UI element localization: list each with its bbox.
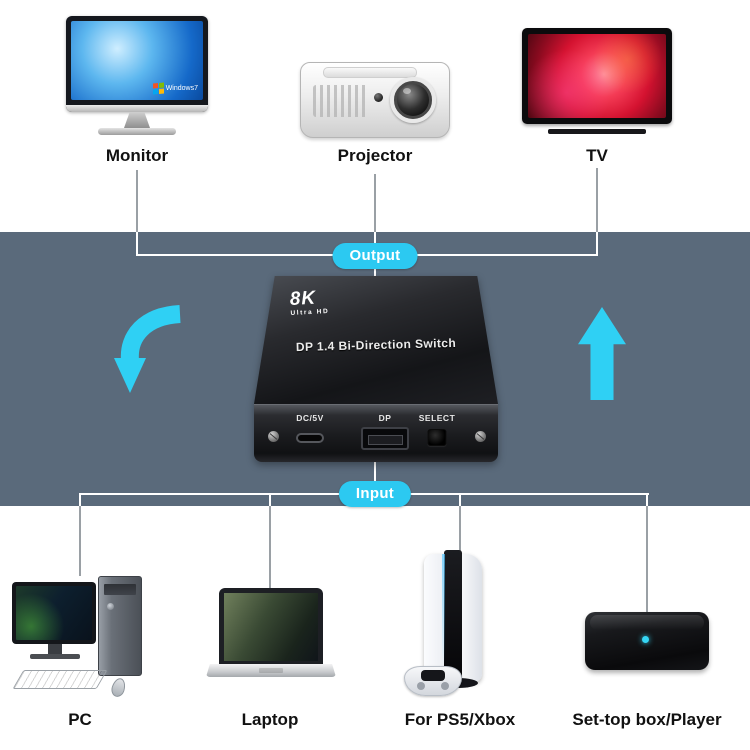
ps5-controller xyxy=(404,666,462,700)
tv-image xyxy=(522,28,672,140)
connector-line xyxy=(646,506,648,612)
select-button-label: SELECT xyxy=(418,413,456,423)
usbc-power-port xyxy=(296,433,324,443)
laptop-screen-bezel xyxy=(219,588,323,664)
laptop-image xyxy=(206,588,336,692)
label-ps5-xbox: For PS5/Xbox xyxy=(404,710,516,729)
switch-ultrahd-text: Ultra HD xyxy=(290,307,330,317)
connector-line xyxy=(79,493,81,506)
laptop-display xyxy=(224,593,318,661)
projector-sensor xyxy=(374,93,383,102)
controller-body xyxy=(404,666,462,696)
tv-base xyxy=(548,129,646,134)
power-port-label: DC/5V xyxy=(296,413,324,423)
connector-line xyxy=(136,232,138,256)
pc-tower xyxy=(98,576,142,676)
monitor-display: Windows7 xyxy=(71,21,203,100)
switch-8k-logo: 8K Ultra HD xyxy=(289,288,329,317)
input-badge: Input xyxy=(338,481,412,507)
connector-line xyxy=(596,232,598,256)
pc-monitor xyxy=(12,582,96,644)
label-monitor: Monitor xyxy=(105,146,169,165)
connector-line xyxy=(374,232,376,244)
label-set-top-box: Set-top box/Player xyxy=(572,710,722,729)
projector-top-strip xyxy=(323,67,417,78)
connector-line xyxy=(269,506,271,588)
output-badge: Output xyxy=(332,243,418,269)
set-top-box-image xyxy=(585,612,711,682)
pc-mouse xyxy=(109,676,128,699)
ps5-image xyxy=(404,550,512,704)
switch-8k-text: 8K xyxy=(289,287,317,311)
screw-icon xyxy=(268,431,279,442)
displayport-port xyxy=(361,427,409,450)
connector-line xyxy=(459,493,461,506)
screw-icon xyxy=(475,431,486,442)
connector-line xyxy=(79,506,81,576)
connector-line xyxy=(646,493,648,506)
pc-image xyxy=(12,576,162,706)
pc-monitor-base xyxy=(30,654,80,659)
pc-keyboard xyxy=(12,670,108,689)
tv-frame xyxy=(522,28,672,124)
set-top-box-body xyxy=(585,612,709,670)
connector-line xyxy=(269,493,271,506)
label-laptop: Laptop xyxy=(241,710,299,729)
projector-vents xyxy=(313,85,369,117)
projector-lens xyxy=(390,77,436,123)
monitor-os-label: Windows7 xyxy=(165,85,198,92)
set-top-box-led xyxy=(642,636,650,643)
connector-line xyxy=(596,168,598,232)
select-button xyxy=(427,429,447,446)
connector-line xyxy=(374,268,376,280)
projector-body xyxy=(300,62,450,138)
switch-title: DP 1.4 Bi-Direction Switch xyxy=(295,335,457,355)
monitor-bezel: Windows7 xyxy=(66,16,208,112)
connector-line xyxy=(459,506,461,554)
windows-logo-icon xyxy=(152,82,164,95)
pc-screen xyxy=(16,586,92,640)
monitor-image: Windows7 xyxy=(66,16,208,142)
monitor-base xyxy=(98,128,176,135)
label-tv: TV xyxy=(586,146,608,165)
connector-line xyxy=(374,174,376,232)
projector-image xyxy=(300,62,450,142)
ps5-console xyxy=(424,550,482,684)
connector-line xyxy=(374,462,376,482)
dp-port-label: DP xyxy=(378,413,392,423)
laptop-base xyxy=(206,664,336,677)
monitor-stand xyxy=(124,112,150,128)
label-pc: PC xyxy=(68,710,92,729)
curved-down-arrow-icon xyxy=(114,305,181,393)
monitor-bottom-strip xyxy=(66,105,208,112)
switch-front-face: DC/5V DP SELECT xyxy=(254,404,498,462)
controller-touchpad xyxy=(421,670,445,681)
connector-line xyxy=(136,170,138,232)
pc-monitor-stand xyxy=(48,644,62,654)
ps5-led xyxy=(442,554,445,664)
dp-switch-image: 8K Ultra HD DP 1.4 Bi-Direction Switch D… xyxy=(254,276,498,464)
ps5-center-stripe xyxy=(444,550,462,684)
monitor-os-brand: Windows7 xyxy=(152,82,198,95)
label-projector: Projector xyxy=(337,146,413,165)
tv-screen xyxy=(528,34,666,118)
switch-top-face: 8K Ultra HD DP 1.4 Bi-Direction Switch xyxy=(254,276,498,404)
